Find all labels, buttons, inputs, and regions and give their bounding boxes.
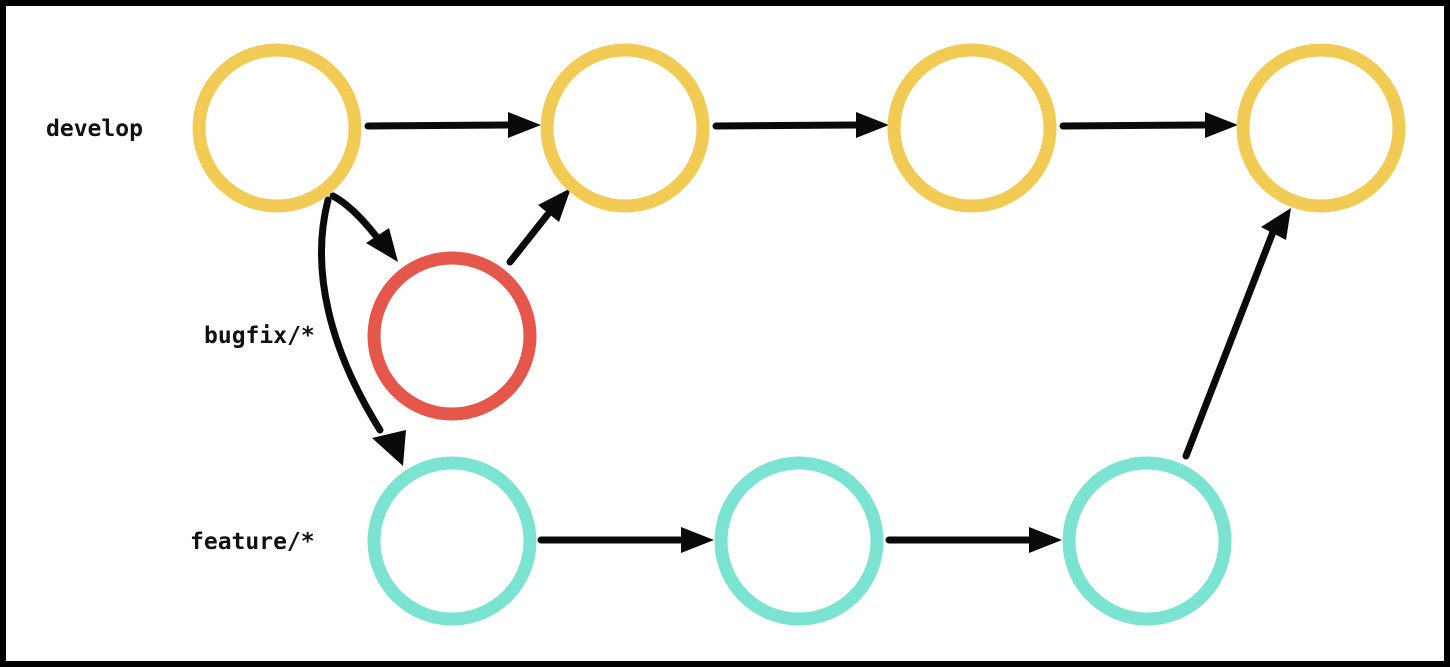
edge-feature-to-develop (1182, 208, 1291, 460)
edge-develop-to-bugfix (329, 192, 398, 262)
feature-commit-node (367, 456, 537, 626)
edge-develop-2-to-3 (712, 112, 889, 138)
edge-feature-1-to-2 (537, 527, 714, 553)
nodes (192, 43, 1406, 626)
develop-commit-node (540, 43, 710, 213)
feature-commit-node (714, 456, 884, 626)
edge-develop-1-to-2 (364, 112, 541, 138)
develop-commit-node (887, 43, 1057, 213)
edge-develop-to-feature (318, 196, 406, 466)
branch-label-develop: develop (46, 116, 143, 142)
bugfix-commit-node (367, 251, 537, 421)
edge-develop-3-to-4 (1059, 112, 1238, 138)
edge-feature-2-to-3 (885, 527, 1062, 553)
edges (318, 112, 1291, 553)
edge-bugfix-to-develop (506, 188, 571, 266)
feature-commit-node (1062, 456, 1232, 626)
develop-commit-node (192, 43, 362, 213)
branch-label-feature: feature/* (190, 529, 315, 555)
branch-label-bugfix: bugfix/* (204, 323, 315, 349)
develop-commit-node (1236, 43, 1406, 213)
